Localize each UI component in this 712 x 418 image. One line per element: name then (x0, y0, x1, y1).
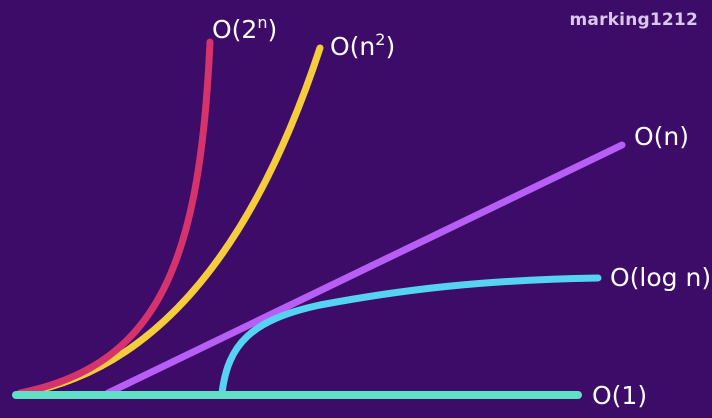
curve-exponential (16, 38, 214, 397)
label-constant: O(1) (592, 381, 647, 410)
curve-logarithmic (218, 274, 602, 397)
label-exponential: O(2n) (212, 13, 277, 44)
curve-quadratic (20, 44, 324, 397)
label-linear: O(n) (634, 122, 689, 151)
label-logarithmic: O(log n) (610, 263, 711, 292)
curve-linear (104, 141, 626, 397)
label-quadratic: O(n2) (330, 30, 395, 61)
watermark: marking1212 (569, 10, 698, 30)
